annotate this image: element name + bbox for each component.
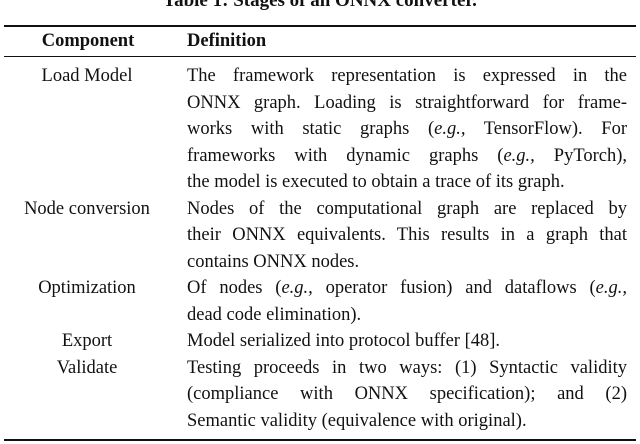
component-cell: Validate bbox=[56, 357, 118, 378]
definition-line: The framework representation is expresse… bbox=[187, 66, 627, 86]
definition-cell: The framework representation is expresse… bbox=[187, 63, 627, 196]
bottom-rule bbox=[4, 439, 636, 441]
definition-line: dead code elimination). bbox=[187, 304, 362, 325]
table-caption: Table 1: Stages of an ONNX converter. bbox=[163, 0, 477, 11]
definition-cell: Of nodes (e.g., operator fusion) and dat… bbox=[187, 275, 627, 328]
component-cell: Node conversion bbox=[24, 198, 150, 219]
definition-line: (compliance with ONNX specification); an… bbox=[187, 384, 627, 404]
definition-line: ONNX graph. Loading is straightforward f… bbox=[187, 92, 627, 113]
component-cell: Optimization bbox=[38, 278, 136, 298]
definition-cell: Nodes of the computational graph are rep… bbox=[187, 196, 627, 276]
definition-line: Nodes of the computational graph are rep… bbox=[187, 198, 627, 219]
definition-line: Semantic validity (equivalence with orig… bbox=[187, 410, 527, 431]
header-definition: Definition bbox=[187, 31, 267, 51]
definition-line: frameworks with dynamic graphs (e.g., Py… bbox=[187, 145, 627, 166]
definition-cell: Testing proceeds in two ways: (1) Syntac… bbox=[187, 355, 627, 435]
header-component: Component bbox=[41, 31, 135, 51]
component-cell: Export bbox=[61, 331, 113, 351]
definition-line: contains ONNX nodes. bbox=[187, 251, 360, 272]
top-rule bbox=[4, 25, 636, 27]
definition-line: Testing proceeds in two ways: (1) Syntac… bbox=[187, 357, 627, 378]
component-cell: Load Model bbox=[41, 66, 133, 86]
definition-line: the model is executed to obtain a trace … bbox=[187, 172, 565, 192]
header-rule bbox=[4, 56, 636, 57]
definition-cell: Model serialized into protocol buffer [4… bbox=[187, 328, 627, 355]
definition-line: Model serialized into protocol buffer [4… bbox=[187, 331, 501, 351]
definition-line: works with static graphs (e.g., TensorFl… bbox=[187, 119, 627, 139]
definition-line: their ONNX equivalents. This results in … bbox=[187, 225, 627, 245]
definition-line: Of nodes (e.g., operator fusion) and dat… bbox=[187, 278, 627, 298]
